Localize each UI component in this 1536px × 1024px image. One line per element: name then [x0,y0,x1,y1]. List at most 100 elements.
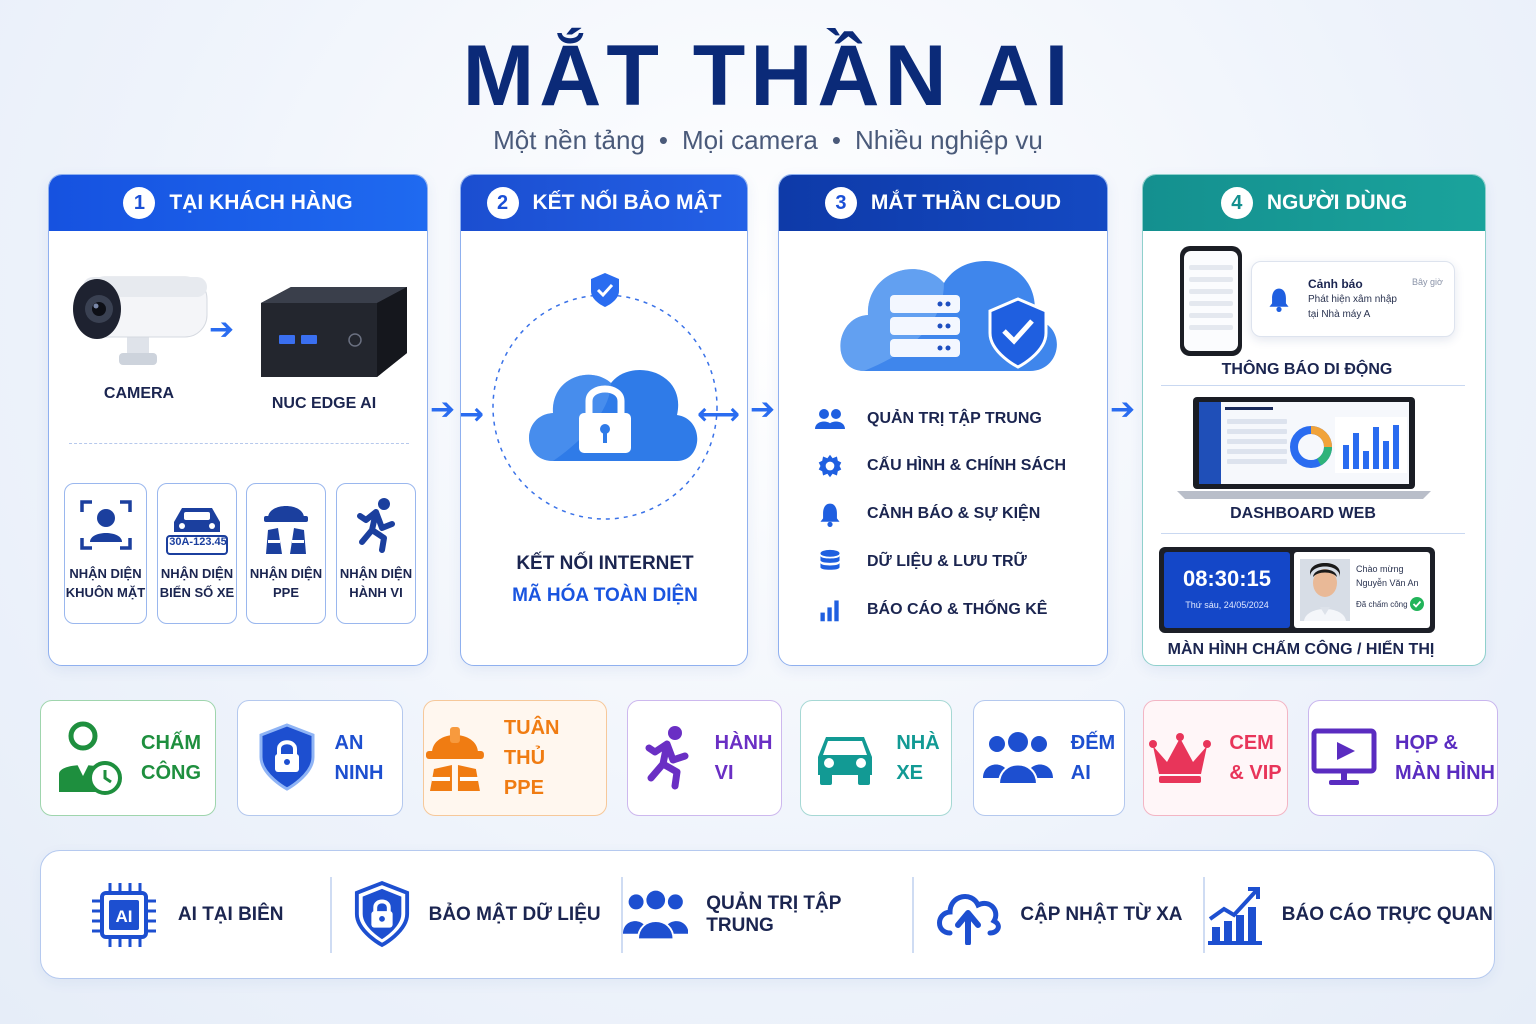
panel-title: TẠI KHÁCH HÀNG [169,191,353,214]
divider [1161,385,1465,386]
service-label: BÁO CÁO & THỐNG KÊ [867,601,1048,618]
panel-header: 1 TẠI KHÁCH HÀNG [49,175,427,231]
runner-icon [645,726,689,790]
step-number: 2 [486,187,519,219]
svg-text:AI: AI [115,907,132,926]
feature-label: CHẤM CÔNG [141,732,201,784]
ppe-icon [264,506,308,554]
panel-users: 4 NGƯỜI DÙNG Cảnh báo Bây giờ Phát hiện … [1142,174,1486,666]
tile-line: NHẬN DIỆN [69,566,142,581]
arrow-right-icon: ➔ [750,393,776,426]
crown-icon [1149,733,1212,783]
feature-label: CEM & VIP [1229,732,1282,784]
service-label: QUẢN TRỊ TẬP TRUNG [867,410,1042,427]
service-row: CẤU HÌNH & CHÍNH SÁCH [815,453,1066,479]
gear-icon [818,454,842,478]
camera-icon [73,276,208,365]
kiosk-welcome-panel: Chào mừng Nguyễn Văn An Đã chấm công [1294,552,1430,628]
arrow-right-icon: ➔ [209,313,235,346]
car-plate-icon [166,508,228,555]
kiosk-clock-panel: 08:30:15 Thứ sáu, 24/05/2024 [1164,552,1290,628]
divider [1161,533,1465,534]
benefit-label: BẢO MẬT DỮ LIỆU [428,903,601,925]
separator [621,876,623,953]
cloud-server-icon [840,260,1057,371]
secure-cloud-icon [492,273,718,520]
subtitle-part: Một nền tảng [493,125,645,155]
notification-time: Bây giờ [1412,277,1443,287]
feature-cem-vip: CEM & VIP [1143,700,1288,816]
check-circle-icon [1410,597,1424,611]
bidirectional-arrow-icon: ⟷ [697,398,741,431]
panel-title: MẮT THẦN CLOUD [870,191,1062,214]
shield-lock-icon [259,723,315,791]
tile-line: NHẬN DIỆN [160,566,234,581]
hardhat-icon [425,727,484,791]
service-list: QUẢN TRỊ TẬP TRUNG CẤU HÌNH & CHÍNH SÁCH… [815,407,1066,623]
bell-icon [820,503,840,527]
growth-chart-icon [1207,886,1262,945]
bidirectional-arrow-icon: ⟷ [461,397,484,432]
tile-line: BIỂN SỐ XE [159,585,235,600]
feature-ppe: TUÂN THỦ PPE [423,700,607,816]
car-icon [818,737,873,785]
panel-title: KẾT NỐI BẢO MẬT [532,191,722,214]
panel-title: NGƯỜI DÙNG [1266,191,1408,214]
benefit-label: BÁO CÁO TRỰC QUAN [1281,903,1493,925]
feature-label: TUÂN THỦ PPE [503,717,560,799]
feature-attendance: CHẤM CÔNG [40,700,216,816]
kiosk-status: Đã chấm công [1356,600,1408,609]
benefit-label: AI TẠI BIÊN [177,903,284,925]
bell-icon [1269,288,1289,312]
tile-ppe: NHẬN DIỆN PPE [246,483,326,624]
users-icon [622,890,689,940]
page-subtitle: Một nền tảng•Mọi camera•Nhiều nghiệp vụ [0,122,1536,158]
kiosk-date: Thứ sáu, 24/05/2024 [1185,600,1269,610]
subtitle-part: Nhiều nghiệp vụ [854,125,1043,155]
page-title: MẮT THẦN AI [462,28,1074,124]
tile-line: PPE [272,585,299,600]
users-icon [815,409,845,429]
benefit-item: BẢO MẬT DỮ LIỆU [332,878,621,952]
notification-title: Cảnh báo [1308,277,1363,291]
separator-dot: • [658,125,669,155]
face-scan-icon [79,500,132,550]
panel-header: 4 NGƯỜI DÙNG [1143,175,1485,231]
cloud-upload-icon [937,893,1002,945]
panel-customer: 1 TẠI KHÁCH HÀNG CAMERA ➔ NUC EDGE AI NH… [48,174,428,666]
avatar [1300,559,1350,621]
ai-chip-icon: AI [91,882,156,947]
bar-chart-icon [820,600,839,622]
service-label: CẤU HÌNH & CHÍNH SÁCH [867,457,1067,474]
service-row: DỮ LIỆU & LƯU TRỮ [815,549,1066,575]
benefit-item: QUẢN TRỊ TẬP TRUNG [622,878,912,952]
dashboard-label: DASHBOARD WEB [1230,505,1376,522]
nuc-label: NUC EDGE AI [271,395,377,412]
internet-label: KẾT NỐI INTERNET [516,553,694,574]
notification-text: tại Nhà máy A [1308,309,1371,320]
kiosk-greeting: Chào mừng [1356,564,1404,574]
separator [1203,876,1205,953]
feature-label: HỌP & MÀN HÌNH [1395,732,1495,784]
feature-meeting-display: HỌP & MÀN HÌNH [1308,700,1498,816]
tile-line: NHẬN DIỆN [339,566,413,581]
service-label: DỮ LIỆU & LƯU TRỮ [867,553,1027,570]
panel-cloud: 3 MẮT THẦN CLOUD QUẢN TRỊ TẬP TRUNG CẤU … [778,174,1108,666]
step-number: 1 [123,187,156,219]
kiosk-time: 08:30:15 [1182,566,1272,591]
tile-line: HÀNH VI [349,585,403,600]
shield-lock-icon [354,880,409,947]
feature-behavior: HÀNH VI [627,700,782,816]
arrow-right-icon: ➔ [1110,393,1136,426]
step-number: 3 [824,187,857,219]
nuc-device-icon [261,287,407,377]
camera-label: CAMERA [103,385,175,402]
service-row: BÁO CÁO & THỐNG KÊ [815,597,1066,623]
arrow-right-icon: ➔ [430,393,456,426]
feature-security: AN NINH [237,700,403,816]
panel-secure-connection: 2 KẾT NỐI BẢO MẬT ⟷ ⟷ KẾT NỐI INTERNET M… [460,174,748,666]
step-number: 4 [1220,187,1253,219]
tile-line: NHẬN DIỆN [249,566,323,581]
